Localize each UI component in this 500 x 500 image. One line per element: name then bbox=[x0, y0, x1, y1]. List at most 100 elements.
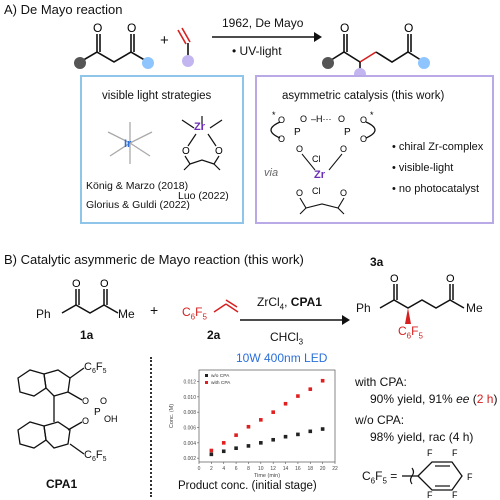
data-point-without-cpa bbox=[320, 427, 325, 431]
svg-text:O: O bbox=[72, 278, 81, 290]
3a-c: C bbox=[398, 324, 407, 338]
x-tick-label: 14 bbox=[283, 466, 289, 472]
svg-text:O: O bbox=[296, 144, 303, 154]
svg-text:Cl: Cl bbox=[312, 154, 321, 164]
x-tick-label: 20 bbox=[320, 466, 326, 472]
y-tick-label: 0.012 bbox=[183, 380, 196, 386]
data-point-without-cpa bbox=[209, 452, 214, 457]
section-b-title: B) Catalytic asymmeric de Mayo reaction … bbox=[4, 252, 304, 267]
with-cpa-result: 90% yield, 91% ee (2 h) bbox=[370, 393, 497, 405]
3a-ph-label: Ph bbox=[356, 301, 371, 315]
data-point-with-cpa bbox=[320, 378, 325, 383]
bullet-chiral-zr-text: chiral Zr-complex bbox=[398, 141, 484, 153]
data-point-without-cpa bbox=[271, 437, 275, 442]
svg-text:–H···: –H··· bbox=[311, 114, 332, 124]
svg-text:*: * bbox=[272, 110, 276, 120]
def-sub5: 5 bbox=[382, 476, 387, 486]
svg-text:O: O bbox=[100, 396, 107, 406]
label-2a: 2a bbox=[207, 328, 221, 342]
svg-text:O: O bbox=[340, 144, 347, 154]
with-cpa-label: with CPA: bbox=[355, 375, 407, 389]
def-c: C bbox=[362, 469, 371, 483]
y-tick-label: 0.004 bbox=[183, 441, 196, 447]
3a-sub5: 5 bbox=[418, 331, 423, 341]
svg-text:O: O bbox=[93, 21, 102, 35]
arrow-condition-top: 1962, De Mayo bbox=[222, 16, 304, 30]
svg-text:O: O bbox=[296, 188, 303, 198]
data-point-with-cpa bbox=[221, 441, 226, 445]
svg-text:Zr: Zr bbox=[314, 169, 326, 181]
2a-sub5: 5 bbox=[202, 312, 207, 322]
cpa1-structure: O O P O OH bbox=[17, 367, 118, 455]
x-tick-label: 12 bbox=[270, 466, 276, 472]
visible-light-strategies-box bbox=[80, 75, 244, 224]
svg-text:O: O bbox=[182, 146, 190, 157]
svg-text:Ir: Ir bbox=[124, 138, 132, 150]
product-structure-a: O O bbox=[322, 21, 430, 80]
svg-text:F: F bbox=[452, 448, 458, 458]
3a-c6f5-label: C6F5 bbox=[398, 325, 423, 340]
def-sub6: 6 bbox=[370, 476, 376, 486]
via-label: via bbox=[264, 167, 279, 179]
x-axis-label: Time (min) bbox=[254, 473, 280, 479]
cpa-top-sub5: 5 bbox=[102, 368, 107, 376]
section-a-title: A) De Mayo reaction bbox=[4, 2, 123, 17]
data-point-without-cpa bbox=[259, 441, 263, 445]
x-tick-label: 10 bbox=[258, 466, 264, 472]
with-cpa-result-b: ( bbox=[469, 392, 477, 406]
def-f: F bbox=[375, 469, 383, 483]
data-point-with-cpa bbox=[283, 401, 288, 406]
2a-sub6: 6 bbox=[190, 312, 196, 322]
bullet-chiral-zr: • chiral Zr-complex bbox=[392, 141, 484, 153]
3a-sub6: 6 bbox=[406, 331, 412, 341]
x-tick-label: 4 bbox=[222, 466, 225, 472]
svg-text:OH: OH bbox=[104, 414, 118, 424]
x-tick-label: 0 bbox=[198, 466, 201, 472]
2a-vinyl-structure bbox=[213, 299, 239, 313]
svg-text:F: F bbox=[467, 472, 473, 482]
svg-text:O: O bbox=[82, 416, 89, 426]
cpa-bot-sub6: 6 bbox=[91, 456, 96, 464]
arrow-condition-bottom: • UV-light bbox=[232, 44, 282, 58]
bullet-no-photocatalyst-text: no photocatalyst bbox=[398, 183, 480, 195]
y-tick-label: 0.008 bbox=[183, 410, 196, 416]
cpa1-c6f5-bottom: C6F5 bbox=[84, 449, 107, 464]
x-tick-label: 2 bbox=[210, 466, 213, 472]
svg-text:O: O bbox=[100, 278, 109, 290]
2a-c6f5-label: C6F5 bbox=[182, 306, 207, 321]
data-point-without-cpa bbox=[308, 429, 313, 434]
cpa1-reagent: CPA1 bbox=[290, 295, 322, 309]
x-tick-label: 22 bbox=[332, 466, 338, 472]
bullet-visible-light-text: visible-light bbox=[398, 162, 454, 174]
reaction-arrow-b bbox=[240, 315, 350, 325]
light-source-label: 10W 400nm LED bbox=[236, 351, 328, 365]
cpa-bot-c: C bbox=[84, 449, 92, 461]
zrcl-sub: 4 bbox=[279, 302, 285, 312]
svg-text:O: O bbox=[338, 114, 345, 124]
ref-konig-marzo: König & Marzo (2018) bbox=[86, 180, 189, 192]
with-cpa-result-c: ) bbox=[493, 392, 498, 406]
zrcl-text: ZrCl bbox=[257, 295, 280, 309]
ref-luo: Luo (2022) bbox=[178, 190, 229, 202]
svg-text:Zr: Zr bbox=[194, 121, 206, 133]
reaction-arrow-a bbox=[212, 32, 322, 42]
without-cpa-label: w/o CPA: bbox=[355, 413, 405, 427]
dotted-separator bbox=[150, 357, 152, 497]
svg-text:O: O bbox=[340, 21, 349, 35]
svg-text:P: P bbox=[94, 407, 101, 418]
legend-marker bbox=[205, 374, 208, 377]
3a-f: F bbox=[411, 324, 419, 338]
svg-text:O: O bbox=[390, 273, 399, 285]
svg-text:*: * bbox=[370, 110, 374, 120]
plus-sign-b: + bbox=[150, 302, 159, 318]
data-point-with-cpa bbox=[308, 387, 313, 391]
chart-caption: Product conc. (initial stage) bbox=[178, 480, 317, 492]
2a-f: F bbox=[195, 305, 203, 319]
ir-complex-icon: Ir bbox=[107, 122, 153, 164]
data-point-without-cpa bbox=[246, 444, 251, 448]
data-point-with-cpa bbox=[246, 424, 251, 429]
legend-label: with CPA bbox=[211, 380, 231, 386]
cpa-bot-f: F bbox=[95, 449, 103, 461]
